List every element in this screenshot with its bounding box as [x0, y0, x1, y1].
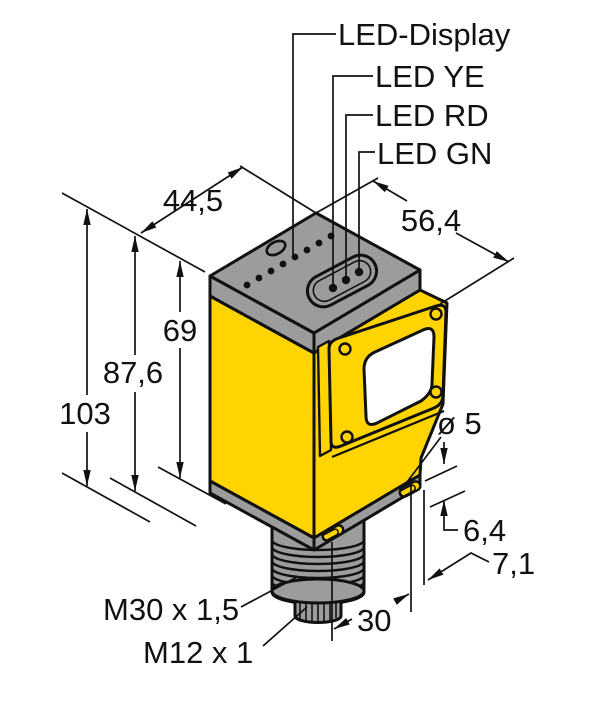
- leader-m30: [240, 576, 298, 608]
- left-dimensions: [61, 165, 317, 527]
- bezel-screw-bottom-left: [340, 430, 354, 444]
- dim-hole-to-bottom: 6,4: [463, 513, 506, 548]
- right-dimensions: [240, 436, 490, 647]
- dim-line-445: [140, 166, 244, 234]
- lens-housing: [316, 303, 448, 459]
- leader-led-rd: [345, 114, 373, 277]
- lens-housing-left-side: [316, 339, 333, 458]
- leader-led-gn: [358, 151, 375, 269]
- led-gn-dot: [354, 267, 364, 277]
- ext-line-hole-bottom: [429, 490, 466, 508]
- leader-hole-diameter: [403, 436, 442, 487]
- callout-led-gn: LED GN: [377, 136, 492, 171]
- bezel-screw-top-left: [338, 342, 352, 356]
- leader-71: [427, 552, 490, 581]
- ext-line-bottom-876: [109, 477, 197, 527]
- top-oval-feature: [265, 239, 287, 257]
- callout-led-display: LED-Display: [338, 17, 511, 52]
- leader-led-ye: [332, 75, 373, 284]
- ext-line-bottom-69: [157, 466, 227, 505]
- bezel-screw-top-right: [429, 307, 443, 321]
- dim-body-height: 69: [163, 313, 197, 348]
- lens-window: [362, 327, 436, 426]
- dim-total-height: 103: [59, 396, 111, 431]
- depth-dimension: [315, 177, 515, 305]
- dim-hole-to-edge: 7,1: [492, 546, 535, 581]
- labels: LED-Display LED YE LED RD LED GN 44,5 56…: [59, 17, 535, 670]
- led-display-dots: [243, 232, 335, 289]
- leader-led-display: [292, 33, 336, 257]
- mounting-hole-right: [398, 480, 422, 498]
- led-ye-dot: [328, 283, 338, 293]
- callout-led-ye: LED YE: [375, 59, 485, 94]
- ext-line-hole-top: [424, 465, 458, 482]
- led-rd-dot: [341, 275, 351, 285]
- dim-thread-height: 87,6: [103, 355, 163, 390]
- dim-top-width: 44,5: [163, 183, 223, 218]
- sensor-body: [208, 211, 449, 552]
- dim-connector-thread: M12 x 1: [143, 635, 253, 670]
- top-face: [208, 211, 422, 335]
- dim-64: [440, 500, 458, 531]
- ext-line-top: [61, 192, 206, 273]
- dim-hole-spacing: 30: [357, 603, 391, 638]
- dim-top-depth: 56,4: [401, 203, 461, 238]
- leader-m12: [262, 606, 308, 647]
- bezel-screw-bottom-right: [429, 385, 443, 399]
- dim-hole-diameter: ø 5: [437, 406, 482, 441]
- ext-line-445-right: [239, 165, 317, 214]
- mounting-hole-front: [321, 524, 345, 542]
- ext-line-564-right: [439, 257, 515, 305]
- ext-line-bottom-103: [61, 472, 151, 523]
- dim-mounting-thread: M30 x 1,5: [103, 592, 239, 627]
- callout-leaders: [292, 33, 375, 284]
- callout-led-rd: LED RD: [375, 98, 489, 133]
- ext-line-564-left: [315, 177, 379, 214]
